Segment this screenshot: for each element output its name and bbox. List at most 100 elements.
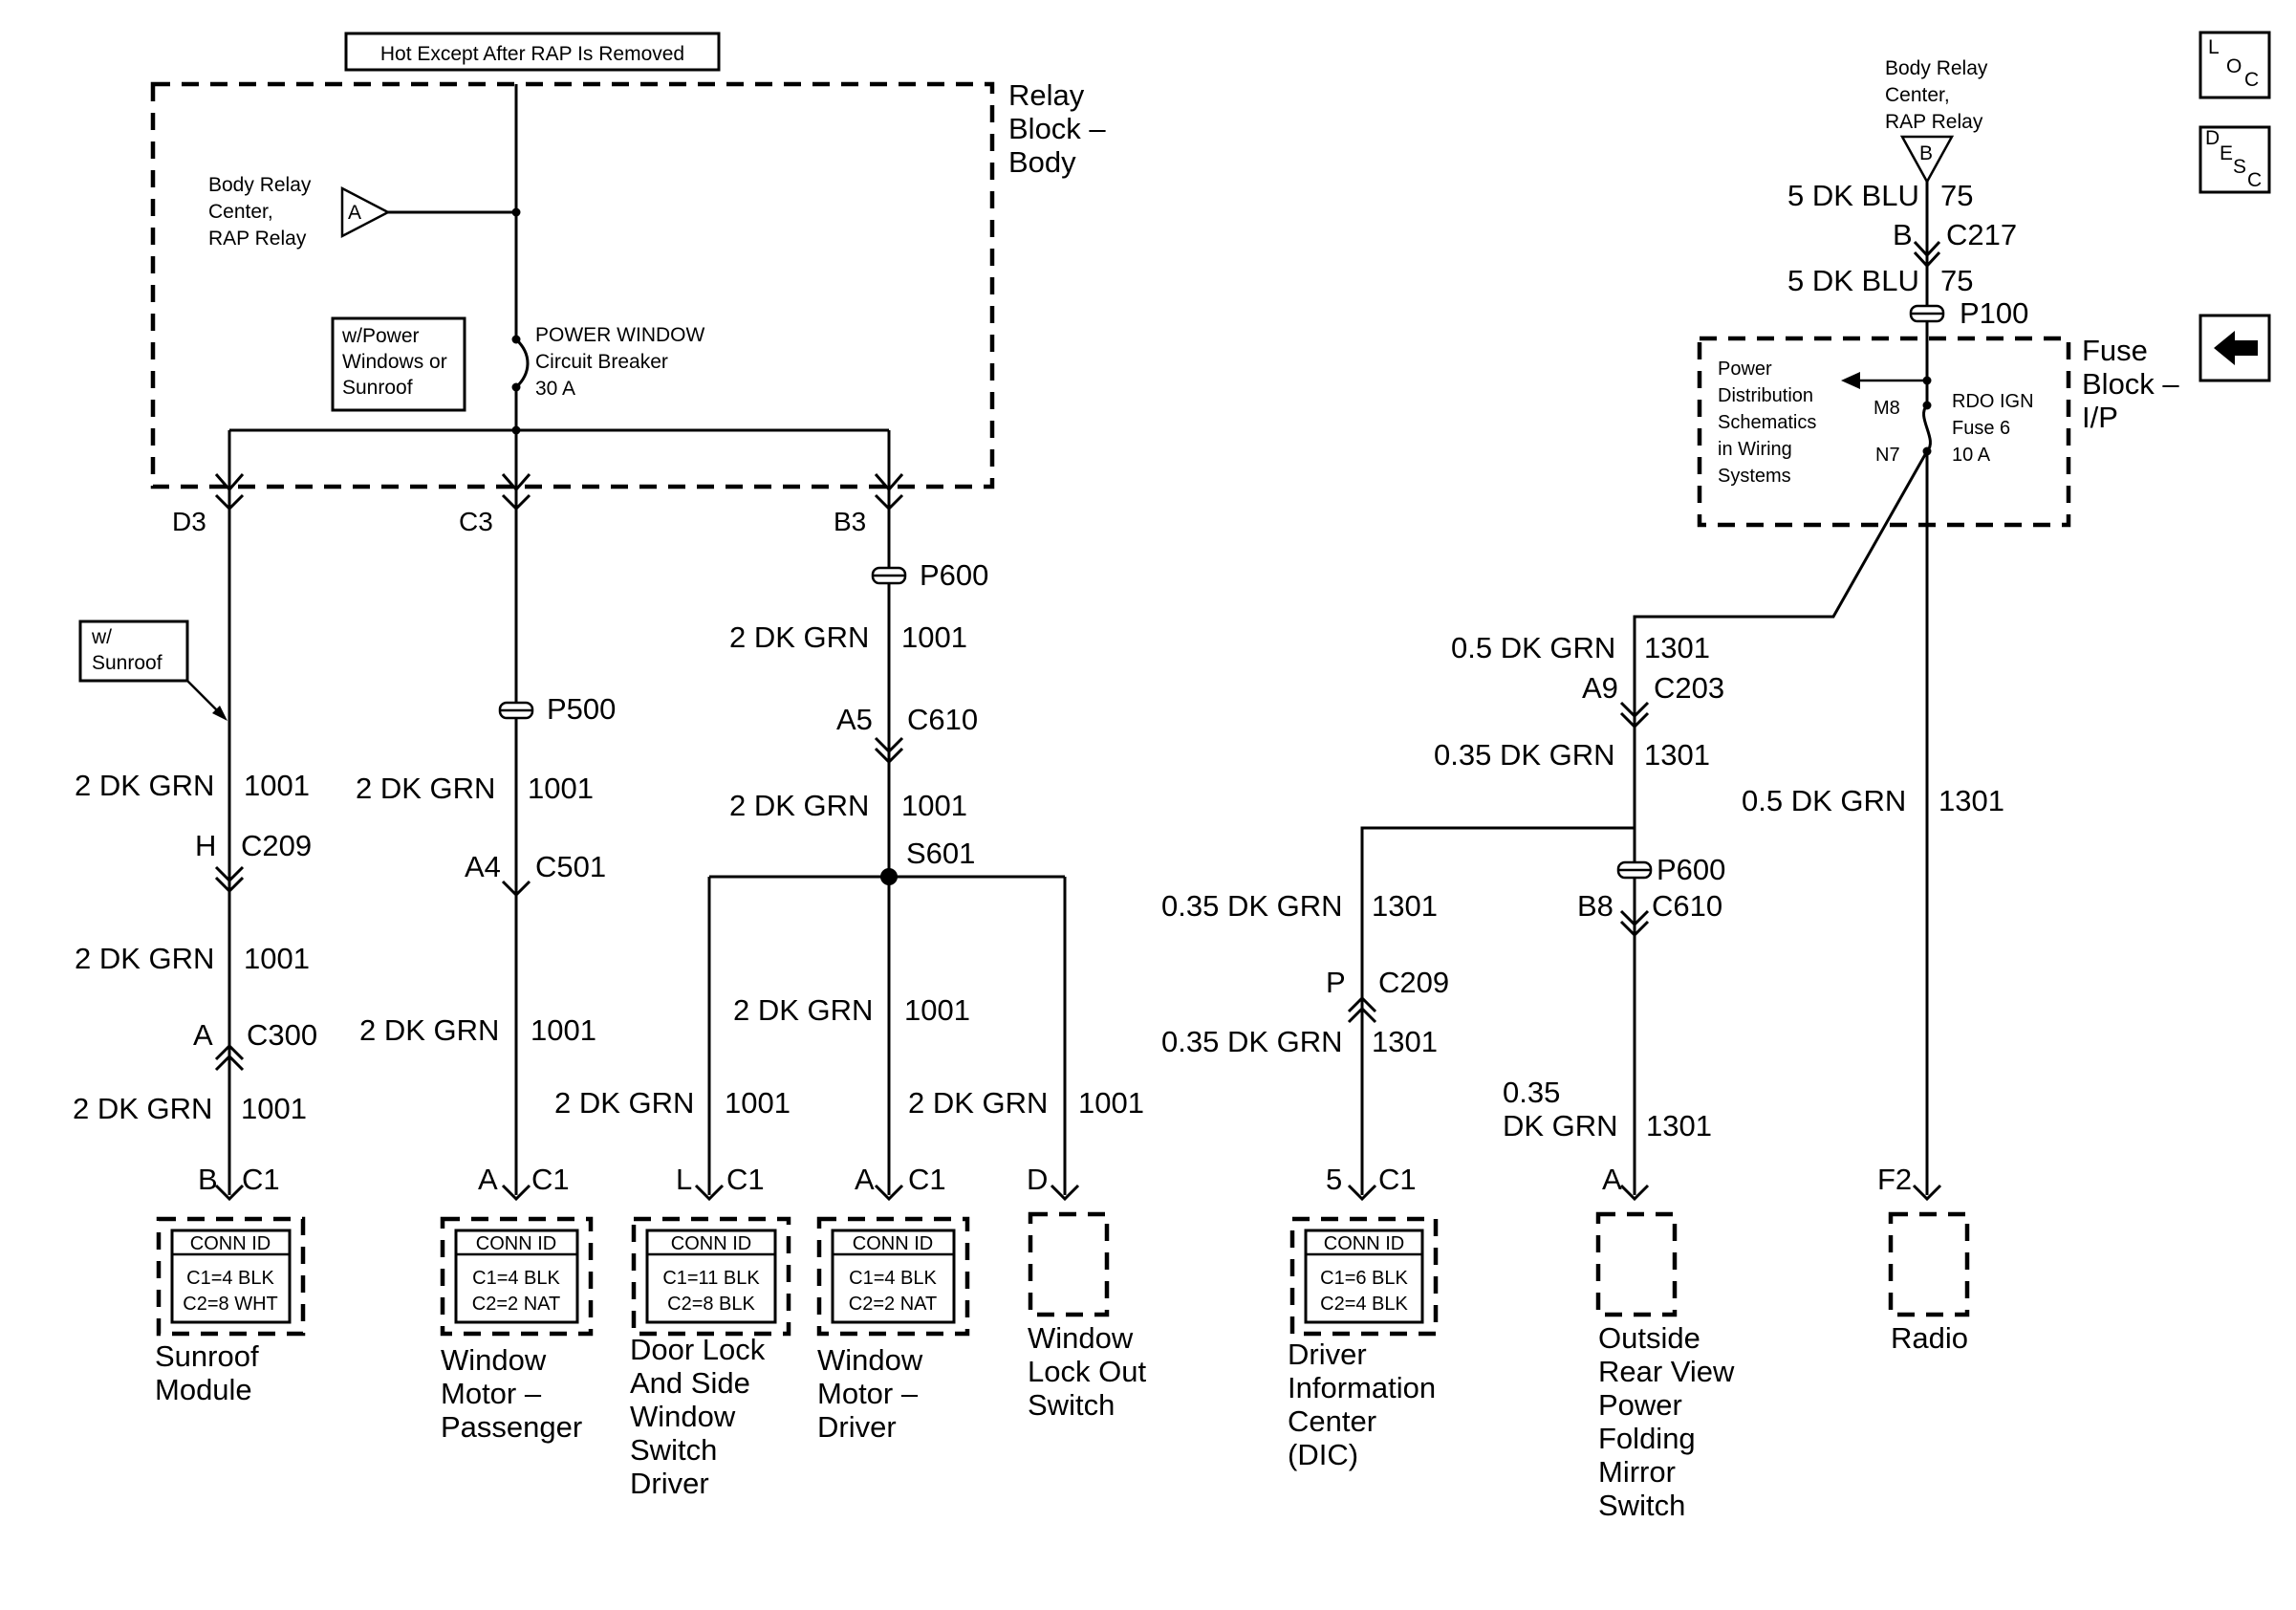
connector-c300: C300 [247,1018,317,1052]
svg-text:Driver: Driver [630,1467,709,1500]
svg-text:Distribution: Distribution [1718,385,1813,406]
svg-text:E: E [2220,142,2233,164]
svg-text:POWER WINDOW: POWER WINDOW [535,324,704,346]
svg-text:Block –: Block – [2082,367,2179,401]
circuit-number: 1301 [1644,738,1710,772]
wire-color: 2 DK GRN [554,1086,694,1120]
terminal-h: H [195,829,216,862]
svg-text:in Wiring: in Wiring [1718,439,1792,460]
rdo-ign-fuse-6: RDO IGN Fuse 6 10 A [1952,391,2034,466]
wire-gauge: 0.35 [1503,1076,1560,1109]
back-button[interactable] [2199,314,2271,382]
circuit-number: 1001 [904,993,970,1027]
svg-text:D: D [2205,127,2220,149]
connector-c203: C203 [1654,671,1724,705]
desc-button[interactable]: D E S C [2199,125,2271,194]
circuit-number: 1001 [528,772,594,805]
window-motor-passenger: CONN ID C1=4 BLK C2=2 NAT Window Motor –… [440,1216,594,1444]
loc-button[interactable]: L O C [2199,31,2271,99]
svg-text:Rear View: Rear View [1598,1355,1735,1388]
svg-text:Systems: Systems [1718,466,1791,487]
svg-text:Information: Information [1288,1371,1436,1404]
svg-text:Mirror: Mirror [1598,1455,1676,1489]
svg-text:Lock Out: Lock Out [1028,1355,1146,1388]
terminal-f2: F2 [1877,1163,1912,1196]
terminal-a: A [1602,1163,1622,1196]
svg-text:Power: Power [1598,1388,1682,1422]
relay-block-boundary [150,81,995,490]
door-lock-switch-driver: CONN ID C1=11 BLK C2=8 BLK Door Lock And… [630,1216,791,1500]
svg-text:Window: Window [817,1343,923,1377]
svg-text:C1=11 BLK: C1=11 BLK [662,1268,760,1289]
splice-s601-label: S601 [906,837,975,870]
svg-text:Sunroof: Sunroof [342,377,413,399]
circuit-number: 1001 [244,942,310,975]
terminal-a: A [193,1018,213,1052]
circuit-number: 75 [1940,264,1973,297]
power-windows-option-box: w/Power Windows or Sunroof [331,316,466,412]
svg-text:Motor –: Motor – [441,1377,542,1410]
wire-color: 0.5 DK GRN [1451,631,1615,664]
wire-color: 2 DK GRN [73,1092,212,1125]
wire-color: 0.35 DK GRN [1161,889,1343,923]
terminal-5: 5 [1326,1163,1342,1196]
terminal-d: D [1027,1163,1048,1196]
svg-text:Door Lock: Door Lock [630,1333,766,1366]
terminal-a5: A5 [836,703,873,736]
svg-text:Passenger: Passenger [441,1410,582,1444]
fuse-block-boundary [1697,336,2071,528]
svg-text:w/: w/ [91,626,112,648]
wire-color: 5 DK BLU [1787,264,1919,297]
connector-c610: C610 [1652,889,1722,923]
svg-text:Power: Power [1718,359,1772,380]
fuse-block-label: Fuse Block – I/P [2082,334,2179,434]
svg-text:Sunroof: Sunroof [92,652,162,674]
wire-color: 2 DK GRN [75,769,214,802]
wire-color: 2 DK GRN [356,772,495,805]
svg-text:Body Relay: Body Relay [208,174,312,196]
wire-color: 2 DK GRN [359,1013,499,1047]
svg-text:C1=4 BLK: C1=4 BLK [186,1268,274,1289]
svg-text:CONN ID: CONN ID [671,1233,751,1254]
window-lock-out-switch: Window Lock Out Switch [1028,1211,1146,1422]
terminal-p: P [1326,966,1346,999]
svg-text:C2=8 WHT: C2=8 WHT [183,1294,277,1315]
svg-text:Driver: Driver [1288,1338,1367,1371]
svg-text:C2=8 BLK: C2=8 BLK [667,1294,755,1315]
svg-text:CONN ID: CONN ID [853,1233,933,1254]
power-distribution-reference: Power Distribution Schematics in Wiring … [1718,359,1926,487]
svg-text:C2=2 NAT: C2=2 NAT [472,1294,560,1315]
window-motor-driver: CONN ID C1=4 BLK C2=2 NAT Window Motor –… [816,1216,970,1444]
svg-text:C2=2 NAT: C2=2 NAT [849,1294,937,1315]
terminal-a9: A9 [1582,671,1618,705]
arrow-left-icon [2214,331,2258,365]
wire-color: 5 DK BLU [1787,179,1919,212]
svg-text:Folding: Folding [1598,1422,1696,1455]
svg-text:Switch: Switch [1028,1388,1115,1422]
wire-color: 2 DK GRN [729,620,869,654]
power-window-circuit-breaker: POWER WINDOW Circuit Breaker 30 A [535,324,704,400]
relay-block-label: Relay Block – Body [1008,78,1106,179]
svg-text:Center: Center [1288,1404,1376,1438]
svg-text:Schematics: Schematics [1718,412,1816,433]
svg-text:Relay: Relay [1008,78,1085,112]
svg-text:RAP Relay: RAP Relay [1885,111,1983,133]
svg-text:C1=4 BLK: C1=4 BLK [472,1268,560,1289]
svg-text:Switch: Switch [630,1433,717,1467]
terminal-c3: C3 [459,507,493,536]
svg-text:Switch: Switch [1598,1489,1685,1522]
connector-c501: C501 [535,850,606,883]
outside-mirror-folding-switch: Outside Rear View Power Folding Mirror S… [1595,1211,1735,1522]
svg-text:Outside: Outside [1598,1321,1700,1355]
svg-text:Window: Window [441,1343,547,1377]
svg-text:B: B [1919,142,1933,164]
wire-color: DK GRN [1503,1109,1618,1142]
sunroof-option-box: w/ Sunroof [78,620,227,721]
pass-through-p100-label: P100 [1960,296,2028,330]
connector-c610: C610 [907,703,978,736]
terminal-b: B [1893,218,1913,251]
wire-color: 2 DK GRN [729,789,869,822]
circuit-number: 1301 [1372,889,1438,923]
svg-text:A: A [348,202,361,224]
connector-c209: C209 [1378,966,1449,999]
